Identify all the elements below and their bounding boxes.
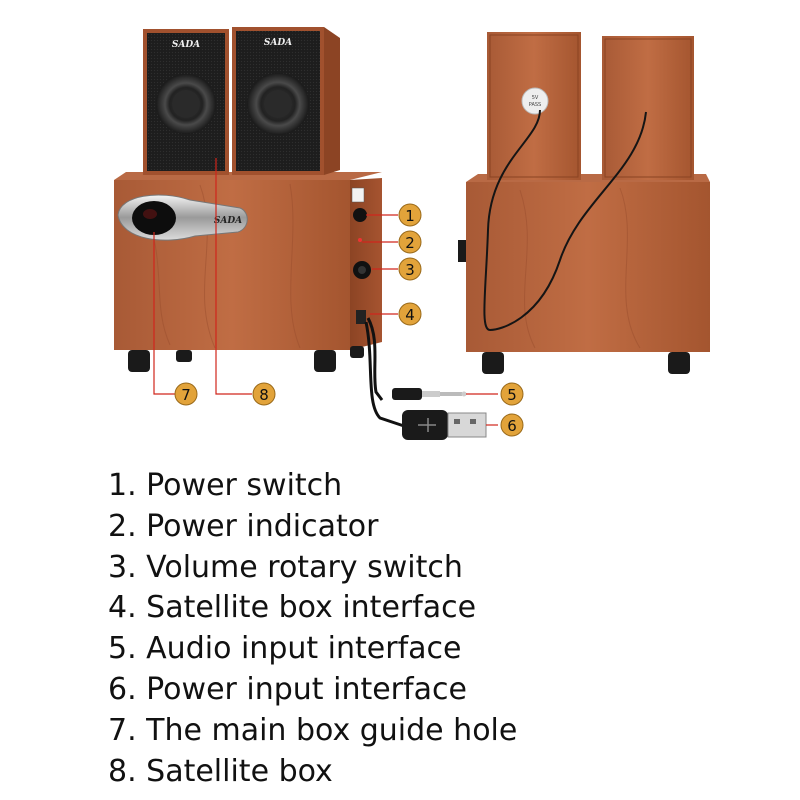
callout-8: 8	[252, 382, 276, 406]
front-view: SADA SADA SADA	[114, 27, 487, 440]
svg-text:8: 8	[259, 386, 269, 404]
satellite-wires	[483, 109, 647, 332]
sticker-line-1: 5V	[532, 95, 539, 101]
satellite-right-front: SADA	[232, 27, 340, 175]
legend-item: 1. Power switch	[108, 468, 343, 503]
svg-text:1: 1	[405, 207, 415, 225]
svg-text:4: 4	[405, 306, 415, 324]
back-view: 5V PASS	[458, 32, 710, 374]
legend-item: 6. Power input interface	[108, 671, 467, 707]
callout-7: 7	[174, 382, 198, 406]
usb-plug	[402, 410, 487, 440]
legend-item: 5. Audio input interface	[108, 631, 462, 667]
svg-text:2: 2	[405, 234, 415, 252]
satellite-right-back	[602, 36, 694, 180]
callout-5: 5	[500, 382, 524, 406]
svg-text:3: 3	[405, 261, 415, 279]
callout-1: 1	[398, 203, 422, 227]
sticker-line-2: PASS	[529, 102, 541, 108]
svg-text:7: 7	[181, 386, 191, 404]
callout-3: 3	[398, 257, 422, 281]
legend-item: 2. Power indicator	[108, 508, 379, 544]
callout-leaders	[153, 158, 498, 426]
callout-2: 2	[398, 230, 422, 254]
satellite-right-brand: SADA	[264, 38, 292, 48]
input-cables	[364, 317, 405, 428]
callout-4: 4	[398, 302, 422, 326]
satellite-left-back: 5V PASS	[487, 32, 581, 180]
speaker-diagram: SADA SADA SADA	[114, 27, 710, 440]
sub-brand-text: SADA	[214, 216, 242, 226]
legend-item: 3. Volume rotary switch	[108, 549, 463, 585]
legend-item: 8. Satellite box	[108, 753, 333, 789]
svg-text:6: 6	[507, 417, 517, 435]
legend-item: 7. The main box guide hole	[108, 712, 518, 748]
legend-list: 1. Power switch 2. Power indicator 3. Vo…	[108, 466, 517, 792]
callout-6: 6	[500, 413, 524, 437]
svg-text:5: 5	[507, 386, 517, 404]
satellite-left-brand: SADA	[172, 40, 200, 50]
subwoofer-back	[458, 174, 710, 374]
legend-item: 4. Satellite box interface	[108, 590, 477, 626]
satellite-left-front: SADA	[143, 29, 229, 175]
audio-jack	[392, 388, 467, 400]
